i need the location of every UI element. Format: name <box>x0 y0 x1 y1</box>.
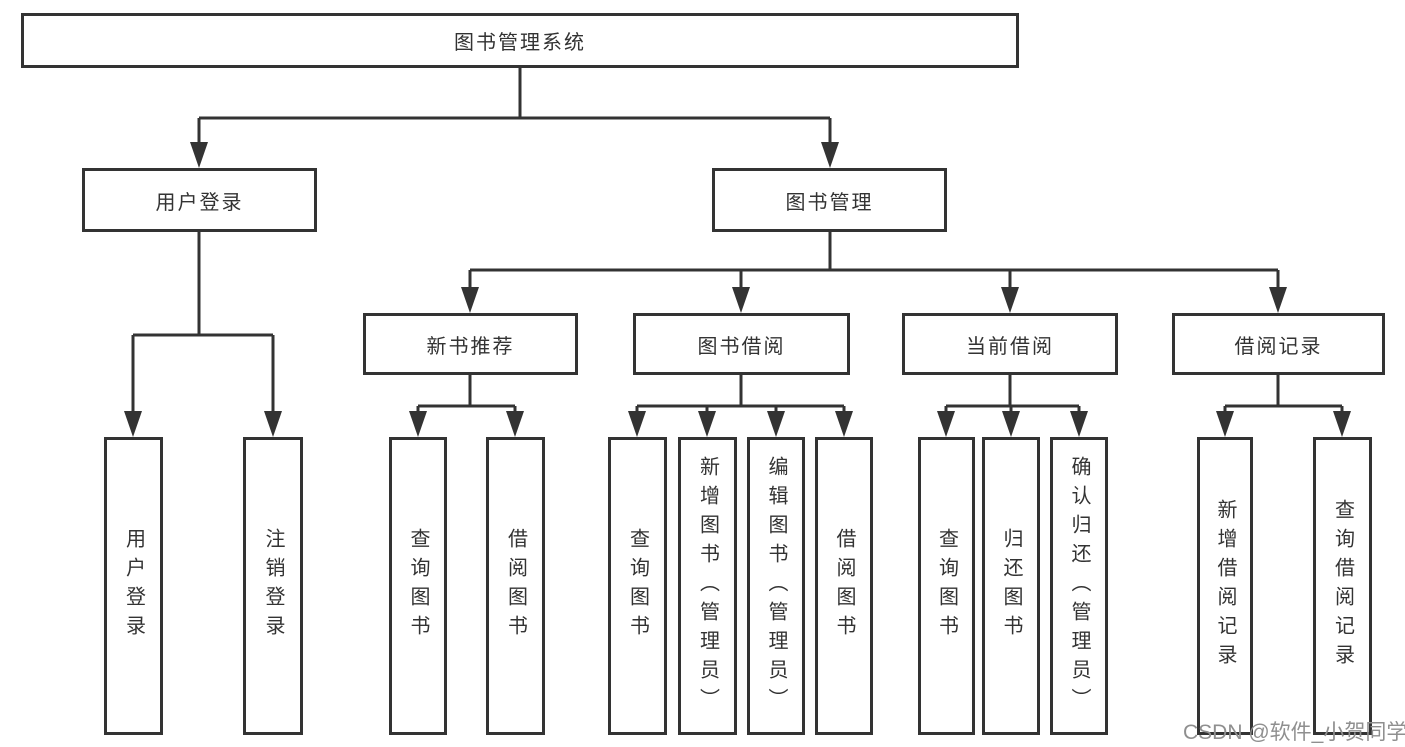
node-root-library-system: 图书管理系统 <box>21 13 1019 68</box>
leaf-borrow-books-rec: 借阅图书 <box>486 437 545 735</box>
connector-book-borrow-to-leaves <box>628 375 853 437</box>
leaf-return-books: 归还图书 <box>982 437 1040 735</box>
leaf-borrow-books: 借阅图书 <box>815 437 873 735</box>
node-new-book-recommend: 新书推荐 <box>363 313 578 375</box>
connector-new-rec-to-leaves <box>409 375 524 437</box>
node-current-borrowing: 当前借阅 <box>902 313 1118 375</box>
leaf-user-login: 用户登录 <box>104 437 163 735</box>
node-user-login: 用户登录 <box>82 168 317 232</box>
leaf-query-books-borrow: 查询图书 <box>608 437 667 735</box>
node-book-management: 图书管理 <box>712 168 947 232</box>
node-book-borrowing: 图书借阅 <box>633 313 850 375</box>
leaf-query-borrow-record: 查询借阅记录 <box>1313 437 1372 735</box>
leaf-add-books-admin: 新增图书（管理员） <box>678 437 737 735</box>
connector-current-borrow-to-leaves <box>937 375 1088 437</box>
leaf-logout: 注销登录 <box>243 437 303 735</box>
connector-borrow-records-to-leaves <box>1216 375 1351 437</box>
leaf-confirm-return-admin: 确认归还（管理员） <box>1050 437 1108 735</box>
leaf-edit-books-admin: 编辑图书（管理员） <box>747 437 805 735</box>
connector-book-mgmt-to-level3 <box>461 232 1287 313</box>
node-borrowing-records: 借阅记录 <box>1172 313 1385 375</box>
csdn-watermark: CSDN @软件_小贺同学 <box>1183 721 1405 744</box>
connector-root-to-level2 <box>190 68 839 168</box>
connector-user-login-to-leaves <box>124 232 282 437</box>
leaf-query-books-rec: 查询图书 <box>389 437 447 735</box>
leaf-query-books-current: 查询图书 <box>918 437 975 735</box>
leaf-add-borrow-record: 新增借阅记录 <box>1197 437 1253 735</box>
